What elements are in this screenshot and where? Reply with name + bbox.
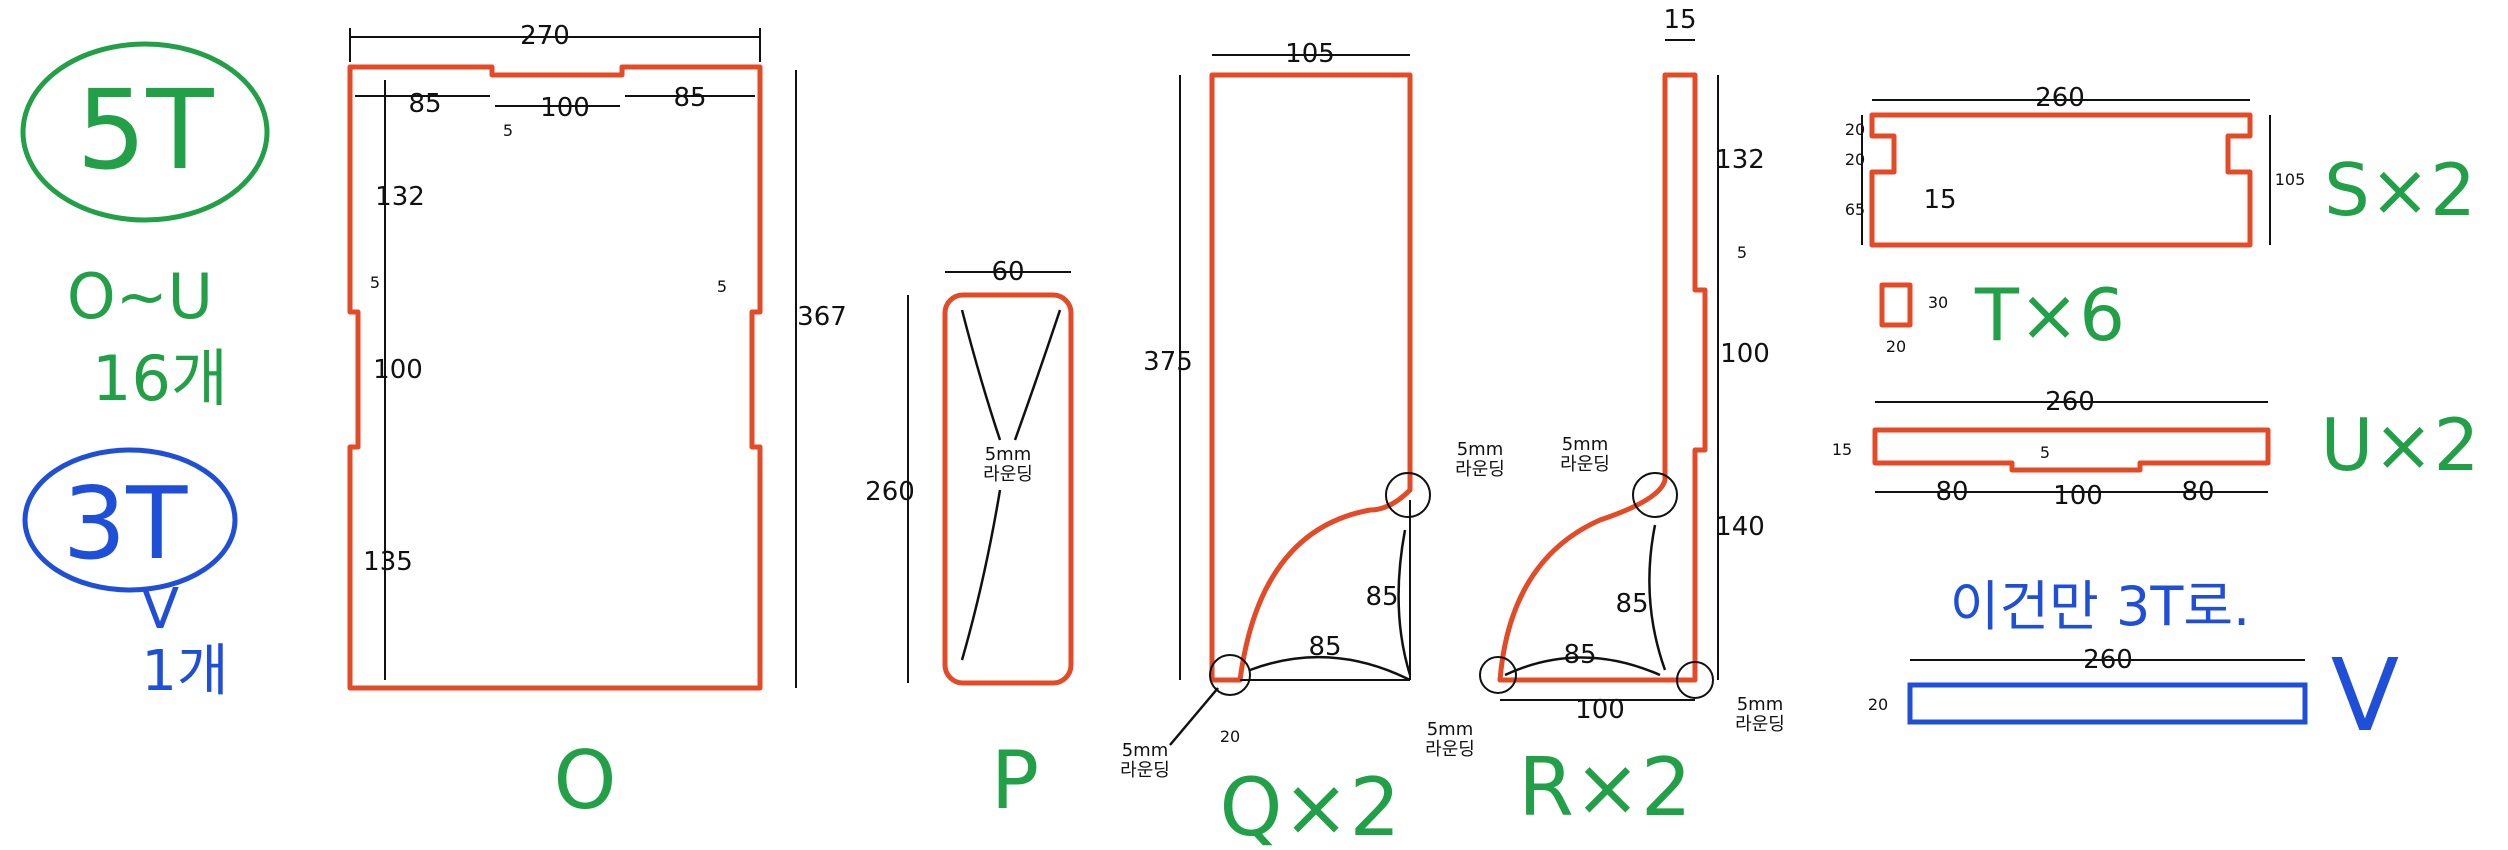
part-s-notch-depth: 15 — [1923, 185, 1956, 215]
part-o-side-top: 132 — [375, 182, 425, 212]
part-u: 260 15 5 80 100 80 U×2 — [1832, 387, 2480, 511]
legend-thin-label: 3T — [63, 465, 189, 582]
part-o-side-bottom: 135 — [363, 547, 413, 577]
part-r-side-notch: 100 — [1720, 339, 1770, 369]
part-o: 270 85 5 100 85 132 5 100 135 5 367 O — [347, 21, 847, 827]
part-s: 260 20 20 65 15 105 S×2 — [1845, 83, 2476, 248]
part-s-label: S×2 — [2324, 148, 2476, 232]
part-r-outline — [1497, 72, 1708, 683]
part-v-height: 20 — [1868, 695, 1888, 714]
thick-circle — [20, 41, 270, 223]
part-r-thickness: 15 — [1663, 5, 1696, 35]
part-p-outline — [942, 292, 1074, 686]
part-v-note: 이건만 3T로. — [1950, 575, 2250, 638]
part-r-label: R×2 — [1518, 741, 1692, 834]
part-o-outline — [347, 64, 763, 691]
thin-circle — [22, 447, 238, 593]
part-r-arc-horizontal: 85 — [1563, 640, 1596, 670]
part-o-top-left: 85 — [408, 89, 441, 119]
part-u-left: 80 — [1935, 477, 1968, 507]
part-s-height: 105 — [2275, 170, 2306, 189]
part-q-height: 375 — [1143, 347, 1193, 377]
part-t-outline — [1879, 282, 1913, 328]
part-t: 30 20 T×6 — [1879, 273, 2125, 357]
part-q-outline — [1209, 72, 1413, 683]
part-o-notch-depth: 5 — [503, 121, 513, 140]
part-q-label: Q×2 — [1220, 761, 1401, 850]
part-v-outline — [1907, 682, 2308, 725]
part-v-label: V — [2331, 637, 2399, 754]
part-q-width: 105 — [1285, 39, 1335, 69]
part-r-side-bottom: 140 — [1715, 512, 1765, 542]
part-o-label: O — [554, 734, 617, 827]
part-u-notch: 100 — [2053, 481, 2103, 511]
part-q-bottom-offset: 20 — [1220, 727, 1240, 746]
part-p-width: 60 — [991, 257, 1024, 287]
legend-thick-label: 5T — [76, 66, 214, 194]
part-p-label: P — [991, 734, 1039, 827]
part-o-side-notch: 100 — [373, 355, 423, 385]
part-o-side-notch-depth-right: 5 — [717, 277, 727, 296]
part-o-top-notch: 100 — [540, 93, 590, 123]
part-o-top-right: 85 — [673, 83, 706, 113]
part-q-arc-vertical: 85 — [1365, 582, 1398, 612]
part-u-label: U×2 — [2321, 403, 2480, 487]
part-u-height: 15 — [1832, 440, 1852, 459]
part-s-left-top: 20 — [1845, 120, 1865, 139]
part-s-width: 260 — [2035, 83, 2085, 113]
part-u-outline — [1872, 427, 2271, 473]
part-t-label: T×6 — [1974, 273, 2125, 357]
part-o-width: 270 — [520, 21, 570, 51]
part-o-height: 367 — [797, 302, 847, 332]
part-u-width: 260 — [2045, 387, 2095, 417]
legend-thick-count: 16개 — [92, 342, 228, 415]
legend-thin-range: V — [141, 577, 179, 642]
part-s-outline — [1869, 112, 2253, 248]
part-v: 이건만 3T로. 260 20 V — [1868, 575, 2399, 754]
part-r-arc-vertical: 85 — [1615, 589, 1648, 619]
part-r-side-top: 132 — [1715, 145, 1765, 175]
part-r-base-width: 100 — [1575, 695, 1625, 725]
part-u-notch-depth: 5 — [2040, 443, 2050, 462]
part-t-height: 30 — [1928, 293, 1948, 312]
part-v-width: 260 — [2083, 645, 2133, 675]
part-s-left-bottom: 65 — [1845, 200, 1865, 219]
part-p-height: 260 — [865, 477, 915, 507]
part-r-notch-depth: 5 — [1737, 243, 1747, 262]
part-t-width: 20 — [1886, 337, 1906, 356]
part-o-side-notch-depth-left: 5 — [370, 273, 380, 292]
part-s-left-notch: 20 — [1845, 150, 1865, 169]
legend: 5T O~U 16개 3T V 1개 — [20, 41, 270, 704]
legend-thin-count: 1개 — [141, 639, 228, 704]
part-u-right: 80 — [2181, 477, 2214, 507]
legend-thick-range: O~U — [67, 260, 213, 333]
